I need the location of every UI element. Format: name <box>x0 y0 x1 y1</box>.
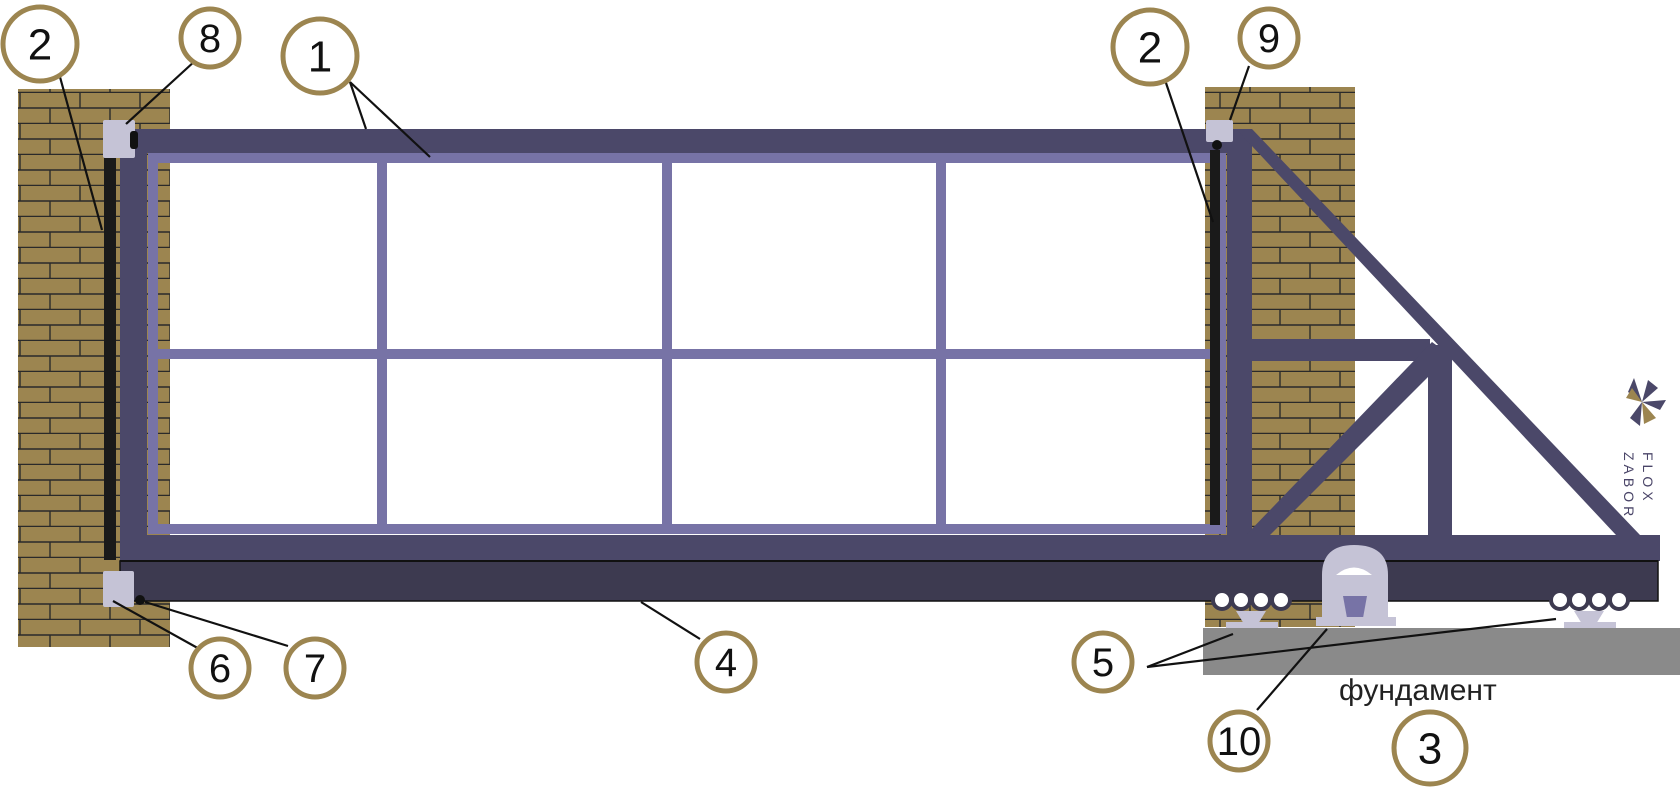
callout-label-8: 8 <box>199 17 221 61</box>
callout-circle-9 <box>1237 6 1301 70</box>
callout-label-6: 6 <box>209 647 231 691</box>
frame-left-post <box>120 129 147 561</box>
callouts <box>0 4 1469 787</box>
callout-circle-2-right <box>1110 7 1190 87</box>
leader-lines <box>58 59 1557 711</box>
logo-text-zabor: ZABOR <box>1621 452 1637 520</box>
counterweight-vertical <box>1428 345 1452 537</box>
callout-label-9: 9 <box>1258 17 1280 61</box>
upper-catcher-pin-8 <box>130 131 138 149</box>
callout-circle-4 <box>694 630 758 694</box>
upper-roller-block-9 <box>1206 120 1233 142</box>
roller-carriage-right <box>1549 589 1630 628</box>
foundation-label: фундамент <box>1339 674 1497 707</box>
callout-label-4: 4 <box>715 641 737 685</box>
callout-label-3: 3 <box>1418 725 1442 774</box>
upper-catcher-block-8 <box>103 120 135 158</box>
callout-circle-10 <box>1207 709 1271 773</box>
logo-text-flox: FLOX <box>1640 452 1656 505</box>
gate-inner-frame <box>148 153 1226 534</box>
callout-circle-3 <box>1391 709 1469 787</box>
callout-label-1: 1 <box>308 33 332 82</box>
right-catcher-post <box>1210 150 1220 525</box>
frame-bottom-bar <box>120 535 1660 561</box>
callout-label-2-right: 2 <box>1138 24 1162 73</box>
guide-beam <box>119 560 1659 602</box>
upper-roller-pin-9 <box>1212 140 1222 150</box>
counterweight-strut <box>1246 342 1450 535</box>
gate-drive-motor <box>1316 545 1396 626</box>
callout-label-7: 7 <box>304 647 326 691</box>
callout-circle-5 <box>1071 630 1135 694</box>
callout-circle-6 <box>188 636 252 700</box>
lower-catcher-pin-7 <box>135 595 145 605</box>
callout-circle-8 <box>178 6 242 70</box>
gate-frame <box>120 129 1660 561</box>
counterweight-midrail <box>1240 339 1430 361</box>
left-catcher-post <box>104 140 116 560</box>
callout-circle-2-left <box>0 4 80 84</box>
callout-label-2-left: 2 <box>28 21 52 70</box>
callout-label-10: 10 <box>1217 720 1262 764</box>
roller-carriage-left <box>1211 589 1292 628</box>
flower-petals-icon <box>1626 378 1666 426</box>
frame-top-bar <box>120 129 1238 153</box>
lower-catcher-block-6 <box>103 571 134 607</box>
counterweight-diagonal <box>1236 129 1640 535</box>
brand-logo: FLOX ZABOR <box>1621 378 1666 520</box>
callout-label-5: 5 <box>1092 641 1114 685</box>
inner-frame-border <box>148 153 1226 534</box>
callout-circle-7 <box>283 636 347 700</box>
callout-circle-1 <box>280 16 360 96</box>
